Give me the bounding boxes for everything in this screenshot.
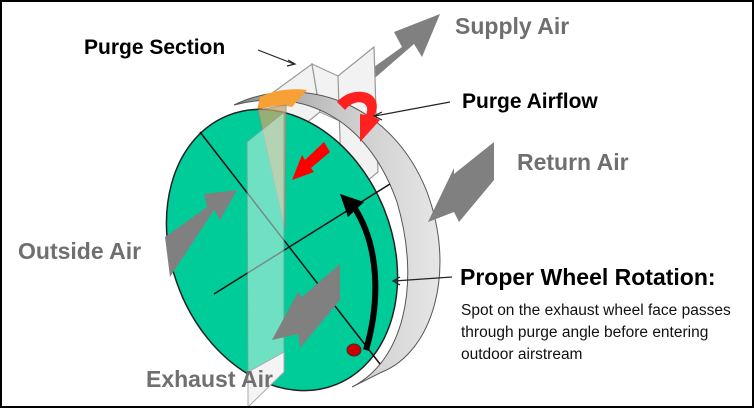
rotation-arrow <box>351 205 379 351</box>
purge-airflow-curve-arrow <box>337 91 380 142</box>
supply-air-label: Supply Air <box>455 13 570 39</box>
rotation-description: Spot on the exhaust wheel face passes th… <box>461 302 731 363</box>
purge-section-label: Purge Section <box>84 36 226 59</box>
outside-air-label: Outside Air <box>18 238 142 264</box>
exhaust-air-label: Exhaust Air <box>146 366 273 392</box>
purge-airflow-arrow <box>292 142 330 180</box>
exhaust-spot <box>346 343 362 357</box>
exhaust-air-arrow <box>272 264 340 348</box>
leader-lines <box>257 49 453 286</box>
outside-air-arrow <box>165 190 237 277</box>
rotation-arrowhead <box>340 194 364 217</box>
return-air-arrow <box>428 142 494 222</box>
rotation-title: Proper Wheel Rotation: <box>460 264 716 290</box>
return-air-label: Return Air <box>517 149 629 175</box>
purge-airflow-label: Purge Airflow <box>462 90 598 113</box>
purge-rim-segment <box>257 89 307 110</box>
divider-plane-lower <box>247 351 285 406</box>
